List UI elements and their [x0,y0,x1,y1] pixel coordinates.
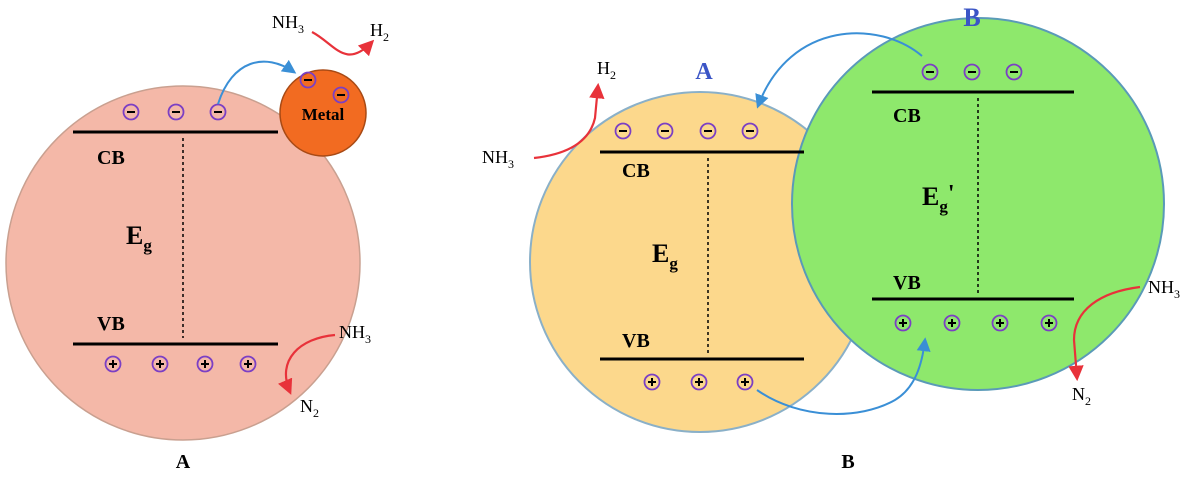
a-cb-label: CB [622,160,650,182]
hole [643,373,661,391]
nh3-to-n2-arrow [1068,285,1141,382]
a-vb-label: VB [622,330,650,352]
panel-a-caption: A [176,451,191,473]
band-gap-label: Eg [126,221,152,255]
semiconductor-b-label: B [963,3,980,32]
electron [167,103,185,121]
nh3-to-h2-arrow [311,31,375,57]
nh3-left-label: NH3 [482,147,514,171]
nh3-top-label: NH3 [272,12,304,36]
metal-label: Metal [302,105,345,124]
nh3-bottom-label: NH3 [339,322,371,346]
h2-left-label: H2 [597,58,616,82]
b-cb-label: CB [893,105,921,127]
hole [943,314,961,332]
nh3-to-h2-arrow [533,82,605,160]
electron-transfer-arrow [755,32,923,109]
vb-label: VB [97,313,125,335]
electron [122,103,140,121]
electron [299,71,317,89]
a-cb-electrons [614,122,759,140]
nh3-to-n2-arrow [278,333,336,395]
a-band-gap-label: Eg [652,239,678,273]
hole-transfer-arrow [756,337,931,415]
electron [656,122,674,140]
hole [894,314,912,332]
panel-b: A B CB VB Eg CB VB Eg' [482,3,1180,473]
b-vb-label: VB [893,272,921,294]
vb-holes [104,355,257,373]
a-vb-holes [643,373,754,391]
b-cb-electrons [921,63,1023,81]
electron [921,63,939,81]
b-vb-holes [894,314,1058,332]
metal-cocatalyst [279,69,367,157]
hole [1040,314,1058,332]
hole [151,355,169,373]
electron [614,122,632,140]
semiconductor-b-particle [791,17,1165,391]
hole [104,355,122,373]
electron [963,63,981,81]
electron-transfer-arrow [217,59,297,105]
h2-top-label: H2 [370,20,389,44]
panel-b-caption: B [841,451,854,473]
hole [736,373,754,391]
electron [699,122,717,140]
hole [239,355,257,373]
semiconductor-particle [5,85,361,441]
electron [741,122,759,140]
metal-electrons [299,71,350,104]
electron [332,86,350,104]
hole [690,373,708,391]
cb-electrons [122,103,227,121]
electron [209,103,227,121]
b-band-gap-label: Eg' [922,181,955,216]
n2-bottom-label: N2 [300,396,319,420]
cb-label: CB [97,147,125,169]
electron [1005,63,1023,81]
hole [991,314,1009,332]
nh3-right-label: NH3 [1148,277,1180,301]
hole [196,355,214,373]
n2-right-label: N2 [1072,384,1091,408]
panel-a: Metal CB VB Eg NH3 [5,12,389,473]
semiconductor-a-label: A [695,59,713,85]
